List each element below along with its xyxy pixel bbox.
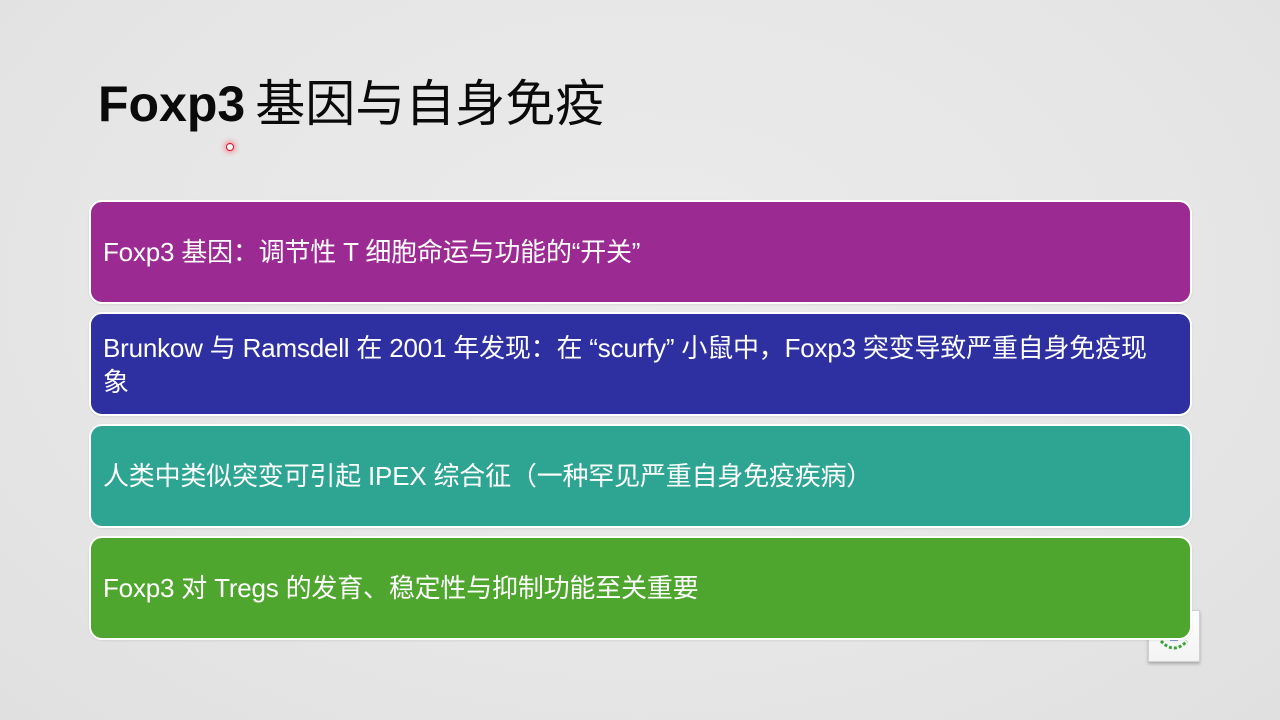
bullet-card-text: Foxp3 基因：调节性 T 细胞命运与功能的“开关”: [103, 237, 641, 267]
laser-pointer-icon: [226, 143, 234, 151]
slide-title-cjk: 基因与自身免疫: [255, 75, 606, 133]
bullet-card-text: Foxp3 对 Tregs 的发育、稳定性与抑制功能至关重要: [103, 573, 699, 603]
bullet-card-ipex-syndrome: 人类中类似突变可引起 IPEX 综合征（一种罕见严重自身免疫疾病）: [89, 424, 1192, 528]
bullet-card-scurfy-discovery: Brunkow 与 Ramsdell 在 2001 年发现：在 “scurfy”…: [89, 312, 1192, 416]
bullet-card-treg-function: Foxp3 对 Tregs 的发育、稳定性与抑制功能至关重要: [89, 536, 1192, 640]
bullet-card-foxp3-switch: Foxp3 基因：调节性 T 细胞命运与功能的“开关”: [89, 200, 1192, 304]
bullet-card-text: Brunkow 与 Ramsdell 在 2001 年发现：在 “scurfy”…: [103, 333, 1147, 397]
bullet-card-text: 人类中类似突变可引起 IPEX 综合征（一种罕见严重自身免疫疾病）: [103, 461, 873, 491]
slide-title-latin: Foxp3: [98, 76, 246, 132]
